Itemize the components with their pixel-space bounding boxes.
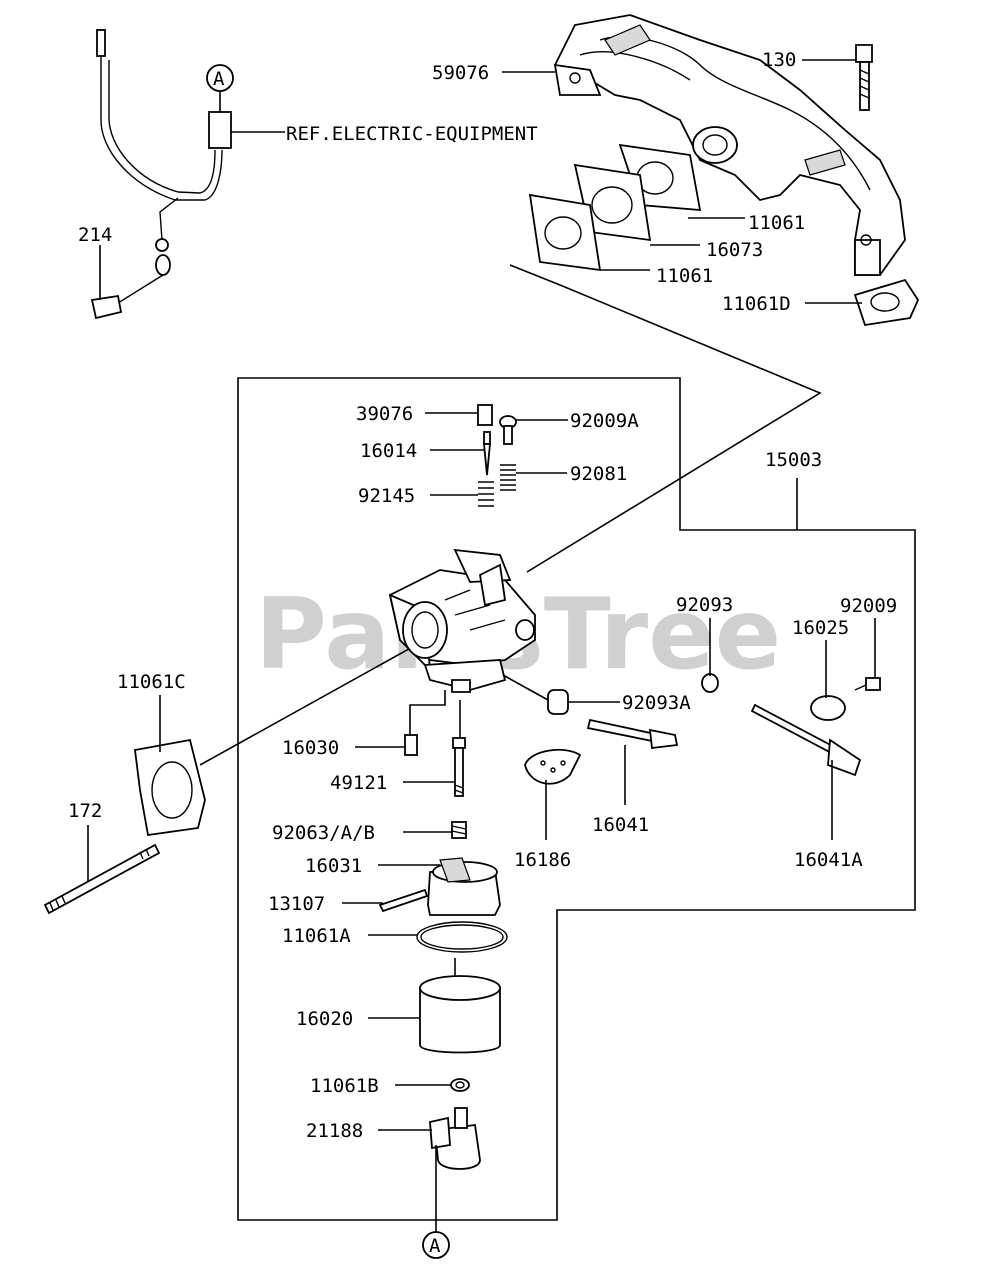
- label-11061d: 11061D: [722, 293, 791, 315]
- spring-92081: [500, 464, 516, 491]
- label-59076: 59076: [432, 62, 489, 84]
- label-16041: 16041: [592, 814, 649, 836]
- label-16030: 16030: [282, 737, 339, 759]
- label-16014: 16014: [360, 440, 417, 462]
- label-49121: 49121: [330, 772, 387, 794]
- jet-16030: [404, 734, 418, 756]
- label-ref-electric-equipment: REF.ELECTRIC-EQUIPMENT: [286, 123, 538, 145]
- carburetor-body: [388, 548, 536, 693]
- label-92081: 92081: [570, 463, 627, 485]
- gasket-11061d: [853, 278, 920, 327]
- screw-92009a: [499, 415, 517, 445]
- label-11061a: 11061A: [282, 925, 351, 947]
- label-92063-a-b: 92063/A/B: [272, 822, 375, 844]
- pipe-49121: [452, 737, 466, 797]
- part-labels: 59076 130 REF.ELECTRIC-EQUIPMENT 214 110…: [68, 49, 897, 1142]
- label-92009: 92009: [840, 595, 897, 617]
- throttle-shaft-16041a: [750, 703, 862, 777]
- label-11061b: 11061B: [310, 1075, 379, 1097]
- label-92145: 92145: [358, 485, 415, 507]
- stud-172: [43, 843, 161, 915]
- label-214: 214: [78, 224, 112, 246]
- callout-a-top-label: A: [213, 68, 225, 90]
- callout-a-bottom: A: [422, 1145, 450, 1259]
- drain-screw-21188: [429, 1107, 481, 1170]
- label-11061c: 11061C: [117, 671, 186, 693]
- label-16041a: 16041A: [794, 849, 863, 871]
- screw-92009: [854, 677, 881, 691]
- seal-92093: [701, 673, 719, 693]
- electric-wire-assembly: [90, 29, 232, 320]
- jet-92063: [451, 821, 467, 839]
- label-16186: 16186: [514, 849, 571, 871]
- choke-shaft-16041: [586, 718, 679, 750]
- label-16073: 16073: [706, 239, 763, 261]
- float-16031: [427, 857, 501, 916]
- label-15003: 15003: [765, 449, 822, 471]
- choke-lever-39076: [477, 404, 493, 426]
- label-92093: 92093: [676, 594, 733, 616]
- leader-lines: [87, 59, 876, 1131]
- label-92009a: 92009A: [570, 410, 639, 432]
- exhaust-manifold: [553, 14, 906, 276]
- label-39076: 39076: [356, 403, 413, 425]
- washer-11061b: [450, 1078, 470, 1092]
- needle-16014: [483, 431, 491, 476]
- carburetor-group-outline: [237, 377, 916, 1221]
- manifold-group-outline: [509, 264, 822, 573]
- choke-plate-16186: [524, 748, 582, 785]
- oring-11061a: [416, 921, 508, 953]
- pin-13107: [378, 888, 429, 913]
- throttle-plate-16025: [810, 695, 846, 721]
- float-bowl-16020: [419, 975, 501, 1054]
- callout-a-top: A: [206, 64, 234, 112]
- label-21188: 21188: [306, 1120, 363, 1142]
- label-13107: 13107: [268, 893, 325, 915]
- label-11061-upper: 11061: [748, 212, 805, 234]
- label-16020: 16020: [296, 1008, 353, 1030]
- label-16031: 16031: [305, 855, 362, 877]
- label-11061-lower: 11061: [656, 265, 713, 287]
- collar-92093a: [547, 689, 569, 715]
- gasket-11061c: [134, 738, 206, 837]
- label-130: 130: [762, 49, 796, 71]
- label-92093a: 92093A: [622, 692, 691, 714]
- manifold-to-carb-line: [199, 639, 426, 766]
- bolt-130: [855, 44, 873, 111]
- label-172: 172: [68, 800, 102, 822]
- spring-92145: [478, 481, 494, 507]
- callout-a-bottom-label: A: [429, 1235, 441, 1257]
- manifold-gaskets: [528, 143, 702, 272]
- label-16025: 16025: [792, 617, 849, 639]
